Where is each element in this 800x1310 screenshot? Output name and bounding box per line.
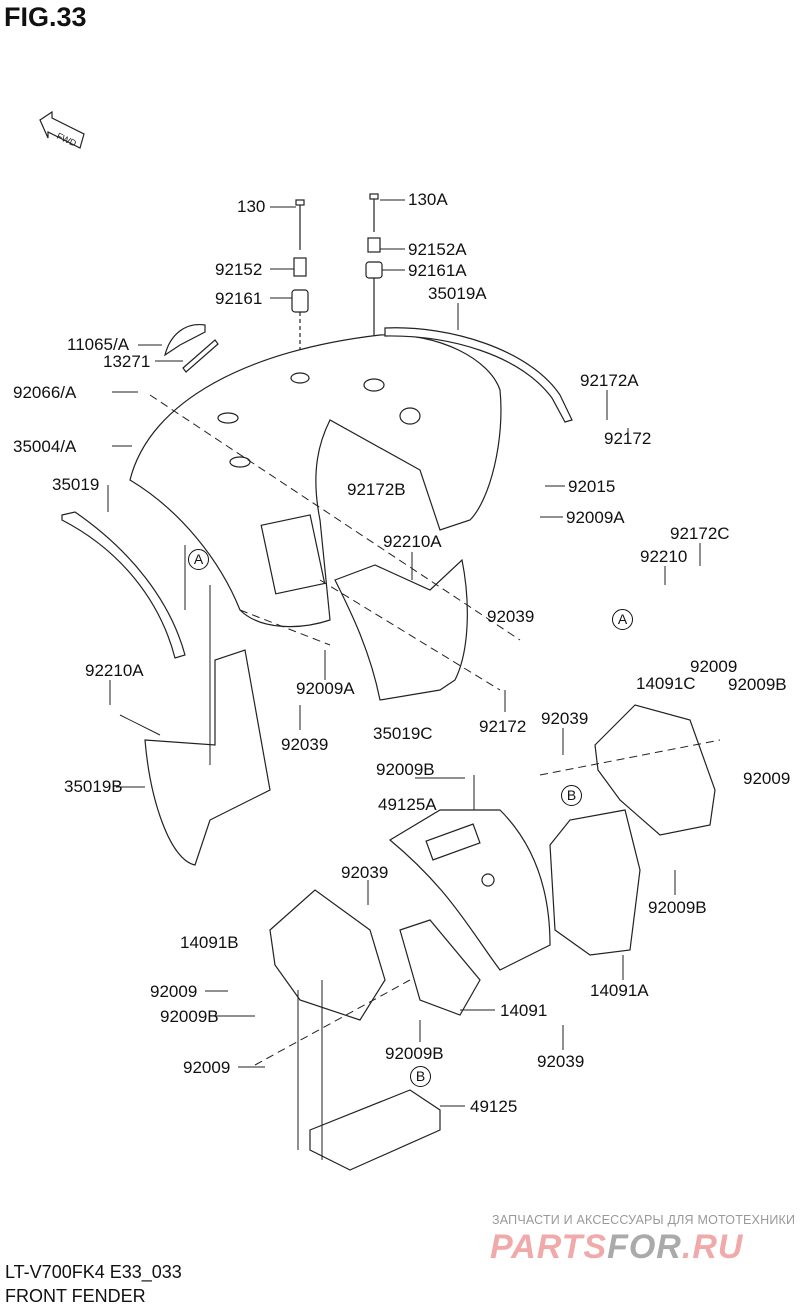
part-label: 35004/A (13, 437, 77, 456)
part-label: 92039 (541, 709, 589, 728)
part-label: 92039 (341, 863, 389, 882)
strip-35019a (384, 327, 573, 423)
part-label: 92009B (376, 760, 435, 779)
part-label: 92172 (604, 429, 652, 448)
leader-lines (107, 199, 701, 1160)
part-label: 92152 (215, 260, 263, 279)
part-label: 92039 (281, 735, 329, 754)
part-label: 49125A (378, 795, 437, 814)
assembly-dashed-lines (149, 394, 721, 1066)
part-label: 92009B (385, 1044, 444, 1063)
part-label: 92039 (537, 1052, 585, 1071)
part-label: 92210A (383, 532, 442, 551)
part-label: 14091C (636, 674, 696, 693)
bolt-130 (295, 199, 305, 250)
figure-code: LT-V700FK4 E33_033 (5, 1262, 182, 1282)
collar-92152 (293, 257, 307, 277)
part-label: 92015 (568, 477, 616, 496)
inner-fender-35019b (144, 649, 271, 866)
part-label: 130A (408, 190, 448, 209)
part-label: 92009A (296, 679, 355, 698)
part-label: 92009 (183, 1058, 231, 1077)
part-label: 14091 (500, 1001, 548, 1020)
part-label: 92009B (160, 1007, 219, 1026)
part-label: 92172B (347, 480, 406, 499)
cover-14091 (399, 919, 481, 1016)
part-label: 92152A (408, 240, 467, 259)
part-label: 92172 (479, 717, 527, 736)
part-label: 92066/A (13, 383, 77, 402)
callout-b-1: B (561, 785, 582, 806)
part-label: 35019C (373, 724, 433, 743)
part-label: 92210 (640, 547, 688, 566)
part-label: 92009B (728, 675, 787, 694)
part-label: 92172C (670, 524, 730, 543)
cover-14091a (549, 809, 641, 956)
part-label: 92172A (580, 371, 639, 390)
watermark-logo-part: FOR (607, 1228, 682, 1266)
collar-92152a (367, 237, 381, 253)
watermark-logo-part: .RU (681, 1228, 744, 1266)
part-label: 14091B (180, 933, 239, 952)
callout-a-1: A (188, 549, 209, 570)
callout-a-2: A (612, 609, 633, 630)
part-label: 92210A (85, 661, 144, 680)
grommet-92161a (365, 261, 383, 279)
cover-14091c (594, 704, 716, 836)
figure-name: FRONT FENDER (5, 1286, 146, 1306)
watermark-tagline: ЗАПЧАСТИ И АКСЕССУАРЫ ДЛЯ МОТОТЕХНИКИ (492, 1213, 796, 1227)
part-label: 92009 (150, 982, 198, 1001)
grommet-92161 (291, 289, 309, 313)
fwd-arrow-icon: FWD (39, 110, 85, 149)
part-label: 92161 (215, 289, 263, 308)
part-label: 49125 (470, 1097, 518, 1116)
part-label: 13271 (103, 352, 151, 371)
bolt-130a (369, 193, 379, 232)
cover-14091b (269, 889, 386, 1021)
part-label: 92161A (408, 261, 467, 280)
part-label: 92009 (743, 769, 791, 788)
strip-35019 (61, 511, 186, 659)
figure-title: FIG.33 (4, 2, 87, 32)
part-label: 92009 (690, 657, 738, 676)
part-label: 92009A (566, 508, 625, 527)
part-label: 92009B (648, 898, 707, 917)
callout-b-2: B (410, 1066, 431, 1087)
watermark-logo: PARTSFOR.RU (490, 1228, 743, 1267)
part-label: 35019A (428, 284, 487, 303)
part-label: 11065/A (67, 335, 130, 354)
part-label: 35019 (52, 475, 100, 494)
part-label: 14091A (590, 981, 649, 1000)
part-label: 92039 (487, 607, 535, 626)
watermark-logo-part: PARTS (490, 1228, 608, 1266)
part-label: 35019B (64, 777, 123, 796)
plate-49125 (309, 1089, 441, 1171)
part-label: 130 (237, 197, 266, 216)
